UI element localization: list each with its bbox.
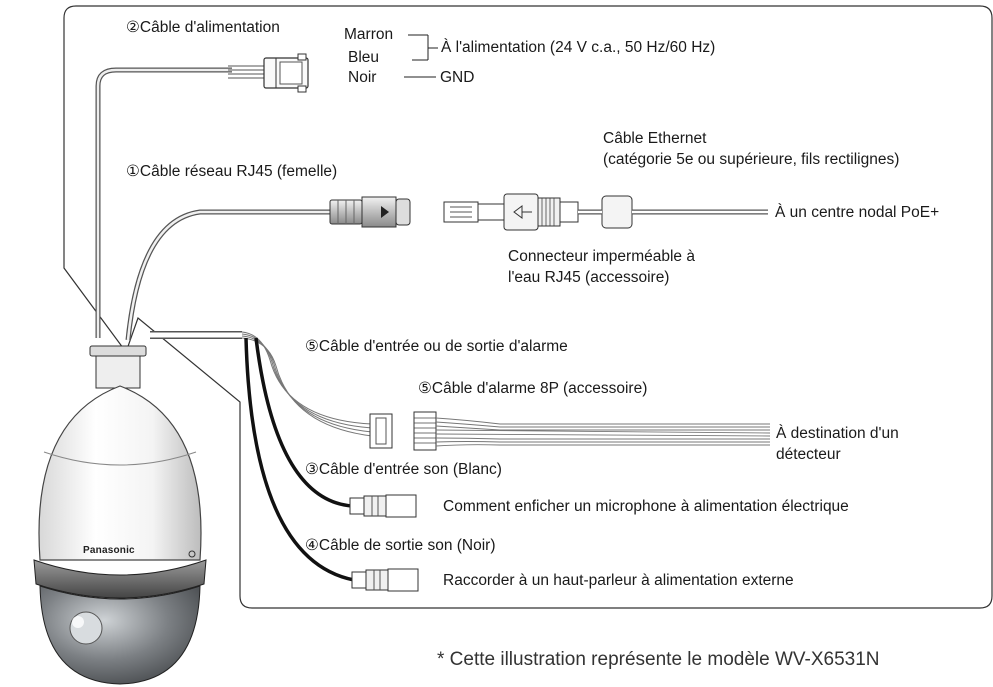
- brand-logo-text: Panasonic: [83, 545, 135, 556]
- alarm-8p-wires: [435, 417, 771, 447]
- rj45-plug: [443, 201, 505, 223]
- mic-text-label: Comment enficher un microphone à aliment…: [443, 498, 849, 515]
- power-cable-label: ②Câble d'alimentation: [126, 19, 280, 36]
- waterproof-line2-label: l'eau RJ45 (accessoire): [508, 269, 670, 286]
- wire-blue-label: Bleu: [348, 49, 380, 66]
- rj45-female-connector: [329, 196, 411, 228]
- alarm-dest-line2-label: détecteur: [776, 446, 841, 463]
- power-cable: [95, 67, 232, 338]
- gnd-label: GND: [440, 69, 475, 86]
- alarm-dest-line1-label: À destination d'un: [776, 425, 899, 442]
- waterproof-line1-label: Connecteur imperméable à: [508, 248, 695, 265]
- audio-output-cable: [244, 337, 355, 582]
- audio-input-cable: [254, 337, 353, 508]
- cable-frame-outline: [63, 5, 993, 609]
- alarm-8p-connector: [413, 411, 437, 451]
- to-poe-label: À un centre nodal PoE+: [775, 204, 940, 221]
- waterproof-connector: [503, 193, 633, 231]
- wire-brown-label: Marron: [344, 26, 394, 43]
- audio-output-label: ④Câble de sortie son (Noir): [305, 537, 496, 554]
- power-connector: [263, 53, 309, 93]
- ethernet-title-label: Câble Ethernet: [603, 130, 707, 147]
- alarm-io-label: ⑤Câble d'entrée ou de sortie d'alarme: [305, 338, 568, 355]
- footnote: * Cette illustration représente le modèl…: [437, 649, 880, 670]
- dome-camera: [33, 345, 207, 685]
- ethernet-spec-label: (catégorie 5e ou supérieure, fils rectil…: [603, 151, 900, 168]
- network-cable: [125, 209, 332, 341]
- audio-output-connector: [351, 568, 419, 592]
- power-wires: [228, 65, 266, 79]
- alarm-8p-label: ⑤Câble d'alarme 8P (accessoire): [418, 380, 648, 397]
- power-bracket: [404, 34, 438, 78]
- to-power-label: À l'alimentation (24 V c.a., 50 Hz/60 Hz…: [441, 39, 716, 56]
- audio-input-label: ③Câble d'entrée son (Blanc): [305, 461, 502, 478]
- network-cable-label: ①Câble réseau RJ45 (femelle): [126, 163, 338, 180]
- audio-input-connector: [349, 494, 417, 518]
- wire-black-label: Noir: [348, 69, 377, 86]
- speaker-text-label: Raccorder à un haut-parleur à alimentati…: [443, 572, 794, 589]
- alarm-connector-small: [369, 413, 393, 449]
